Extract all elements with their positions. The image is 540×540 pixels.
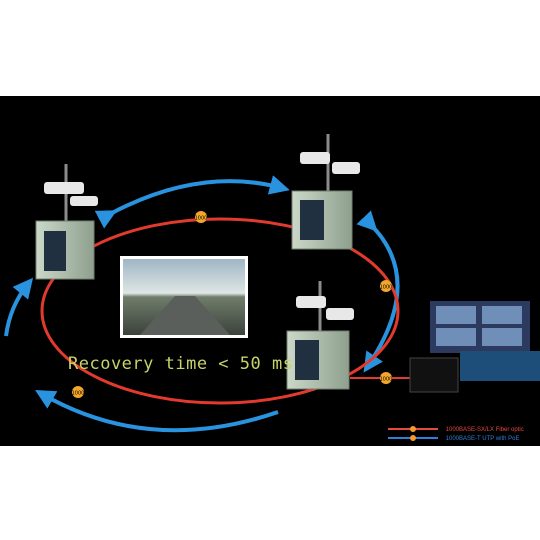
cabinet-left [35,164,98,280]
ring-arrow-right [356,210,400,373]
svg-text:1000: 1000 [380,285,393,291]
legend-item-utp: 1000BASE-T UTP with PoE [388,435,524,444]
nvr-box [409,357,459,393]
fiber-ring [40,217,400,405]
legend-label-fiber: 1000BASE-SX/LX Fiber optic [445,427,524,433]
cabinet-bottom-right [286,281,354,390]
control-desk [460,351,540,381]
ring-arrow-bottom [35,390,279,433]
legend-item-fiber: 1000BASE-SX/LX Fiber optic [388,426,524,435]
ring-diagram: 1000 1000 1000 1000 [4,134,540,433]
badge-top: 1000 [195,211,208,223]
ring-arrow-left [4,277,34,337]
badge-nvr: 1000 [380,372,393,384]
svg-text:1000: 1000 [195,216,208,222]
video-wall [430,301,530,353]
cabinet-top-right [291,134,360,250]
svg-text:1000: 1000 [72,391,85,397]
svg-text:1000: 1000 [380,377,393,383]
recovery-time-label: Recovery time < 50 ms [68,354,294,374]
ring-arrow-top [94,175,290,229]
ring-topology-stage: 1000 1000 1000 1000 Recovery time < 50 m… [0,96,540,446]
legend: 1000BASE-SX/LX Fiber optic 1000BASE-T UT… [388,426,524,444]
legend-label-utp: 1000BASE-T UTP with PoE [445,436,520,442]
badge-right: 1000 [380,280,393,292]
badge-bottom-left: 1000 [72,386,85,398]
